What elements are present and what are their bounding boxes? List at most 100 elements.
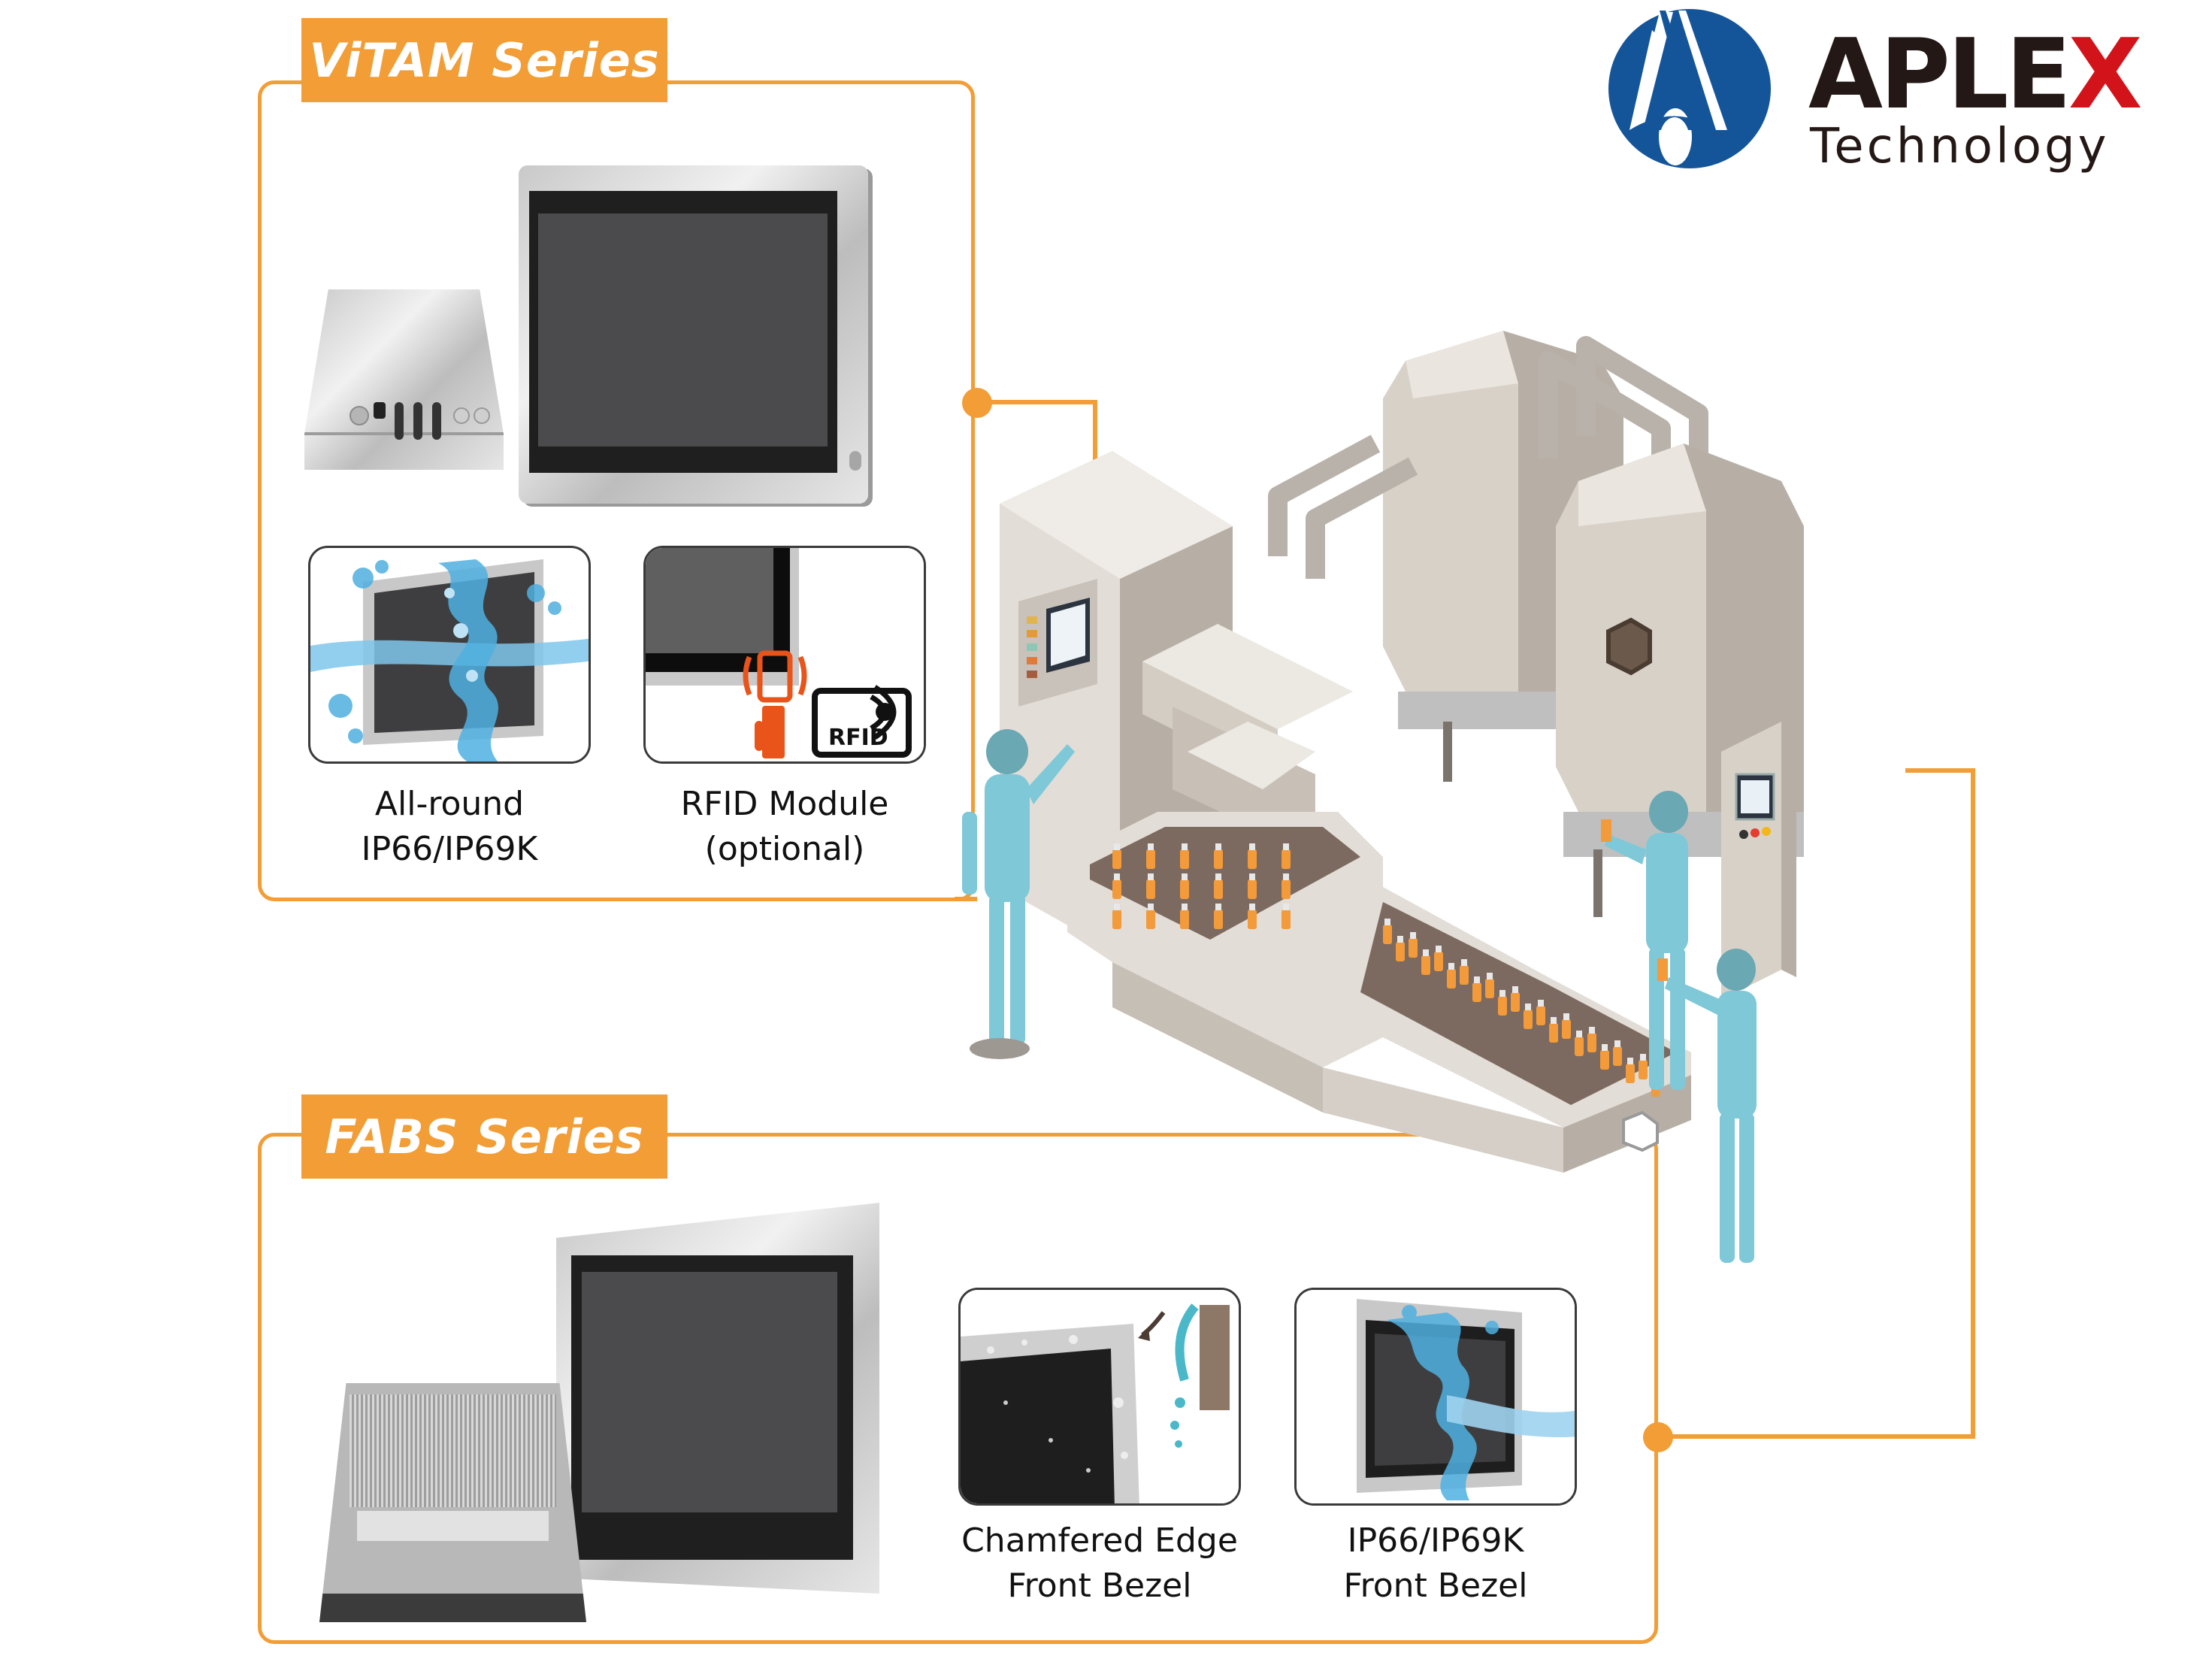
bottle: [1562, 1019, 1571, 1039]
bottle-cap: [1627, 1058, 1633, 1064]
bottle-cap: [1114, 904, 1120, 910]
bottle: [1447, 969, 1456, 988]
bottle-cap: [1538, 1000, 1544, 1007]
aplex-emblem-icon: [1608, 9, 1771, 168]
feature-card-rfid-module: RFID: [643, 546, 926, 764]
bottle: [1626, 1064, 1635, 1083]
feature-card-ip66-front-bezel: [1294, 1288, 1577, 1506]
bottle-cap: [1148, 843, 1154, 850]
bottle: [1383, 925, 1392, 944]
bottle-cap: [1499, 990, 1505, 997]
caption-line-1: RFID Module: [680, 785, 889, 823]
bottle-cap: [1448, 963, 1454, 970]
bottle: [1511, 992, 1520, 1012]
bottle: [1434, 952, 1443, 971]
bottle-cap: [1551, 1017, 1557, 1024]
bottle-cap: [1182, 843, 1188, 850]
bottle-cap: [1563, 1013, 1569, 1020]
bottle-cap: [1249, 873, 1255, 880]
bottle: [1112, 910, 1121, 929]
bottle-cap: [1384, 919, 1390, 925]
bottle: [1575, 1037, 1584, 1056]
bottle: [1180, 910, 1189, 929]
bottle-icon: [1112, 843, 1660, 1097]
water-splash-icon: [1297, 1290, 1575, 1503]
bottle: [1460, 965, 1469, 985]
bottle-cap: [1397, 936, 1403, 943]
bottle-cap: [1249, 904, 1255, 910]
bottle-cap: [1215, 873, 1221, 880]
bottle: [1282, 879, 1291, 899]
hmi-panel-icon: [1721, 722, 1796, 1000]
bottle: [1146, 849, 1155, 869]
fabs-connector-line: [1905, 768, 1975, 773]
bottle-cap: [1410, 932, 1416, 939]
bottle: [1549, 1023, 1558, 1043]
worker-icon: [962, 729, 1075, 1059]
bottle: [1536, 1006, 1545, 1025]
conveyor-belt-icon: [1067, 812, 1691, 1173]
bottle-cap: [1249, 843, 1255, 850]
bottle: [1639, 1060, 1648, 1079]
bottle: [1146, 879, 1155, 899]
fabs-product-image: [316, 1188, 887, 1622]
vitam-connector-line: [955, 897, 977, 901]
caption-chamfered-edge: Chamfered Edge Front Bezel: [958, 1518, 1241, 1609]
bottle: [1282, 910, 1291, 929]
bottle: [1421, 955, 1430, 975]
bottle-cap: [1114, 873, 1120, 880]
logo-wordmark-x: X: [2068, 19, 2143, 131]
bottle-cap: [1525, 1004, 1531, 1010]
bottle: [1214, 910, 1223, 929]
bottle: [1498, 996, 1507, 1016]
caption-line-2: IP66/IP69K: [361, 830, 538, 868]
bottle-cap: [1474, 976, 1480, 983]
bottle-cap: [1283, 873, 1289, 880]
bottle-cap: [1283, 843, 1289, 850]
bottle: [1146, 910, 1155, 929]
bottle: [1248, 910, 1257, 929]
logo-wordmark: APLE: [1808, 19, 2071, 131]
fabs-connector-line: [1658, 1434, 1975, 1439]
caption-all-round-ip66: All-round IP66/IP69K: [308, 782, 591, 872]
worker-icon: [1657, 949, 1757, 1263]
rfid-icon: RFID: [646, 548, 924, 761]
bottle: [1214, 849, 1223, 869]
fabs-rear-housing: [319, 1383, 586, 1622]
bottle-cap: [1487, 973, 1493, 979]
bottle-cap: [1182, 873, 1188, 880]
caption-line-2: Front Bezel: [1007, 1567, 1192, 1605]
fabs-front-display: [556, 1203, 879, 1594]
bottle-cap: [1589, 1027, 1595, 1034]
caption-rfid-module: RFID Module (optional): [643, 782, 926, 872]
bottle: [1396, 942, 1405, 961]
bottle-cap: [1215, 904, 1221, 910]
brand-logo: APLEX Technology: [1607, 6, 2208, 174]
bottle: [1600, 1050, 1609, 1070]
bottle: [1613, 1046, 1622, 1066]
vitam-product-image: [293, 135, 955, 504]
bottle: [1112, 879, 1121, 899]
bottle: [1485, 979, 1494, 998]
bottle: [1587, 1033, 1596, 1052]
vitam-rear-housing: [304, 289, 504, 470]
vitam-connector-line: [977, 400, 1097, 404]
bottle: [1248, 879, 1257, 899]
rfid-badge-label: RFID: [828, 725, 888, 751]
caption-line-2: Front Bezel: [1343, 1567, 1528, 1605]
bottle-cap: [1602, 1044, 1608, 1051]
bottle-cap: [1148, 904, 1154, 910]
bottle: [1248, 849, 1257, 869]
bottle: [1524, 1010, 1533, 1029]
bottle-cap: [1614, 1040, 1620, 1047]
chamfered-edge-icon: [961, 1290, 1239, 1503]
bottle: [1282, 849, 1291, 869]
worker-icon: [1601, 791, 1688, 1090]
water-splash-icon: [310, 559, 589, 761]
fabs-frame: [258, 1133, 1658, 1644]
bottle: [1180, 879, 1189, 899]
bottle: [1112, 849, 1121, 869]
feature-card-all-round-ip66: [308, 546, 591, 764]
bottle: [1409, 938, 1418, 958]
factory-scene: [962, 331, 1804, 1263]
